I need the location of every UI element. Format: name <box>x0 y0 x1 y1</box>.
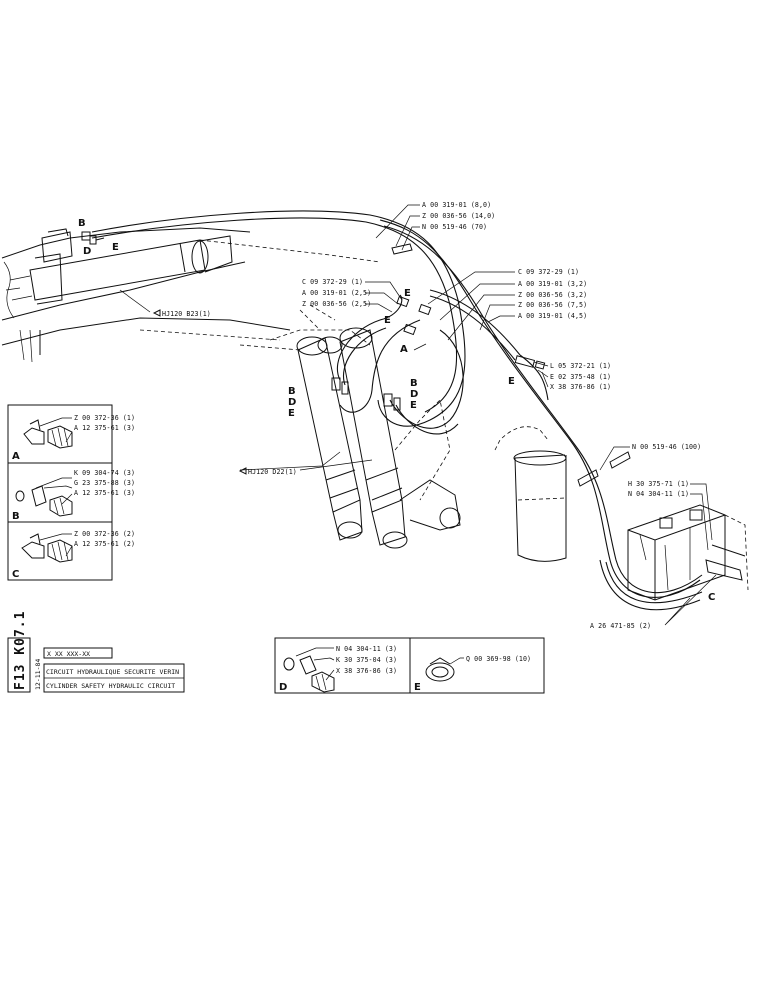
detail-e-letter: E <box>414 682 421 693</box>
detail-box-d: N 04 304-11 (3) K 30 375-04 (3) X 38 376… <box>274 637 411 694</box>
detail-d-line3: X 38 376-86 (3) <box>336 667 397 675</box>
detail-b-line3: A 12 375-61 (3) <box>74 489 135 497</box>
callout-clip-right: N 00 519-46 (100) <box>632 443 701 451</box>
detail-box-c: Z 00 372-36 (2) A 12 375-61 (2) C <box>7 521 135 581</box>
drawing-part-number: X XX XXX-XX <box>47 650 90 658</box>
detail-box-b: K 09 304-74 (3) G 23 375-88 (3) A 12 375… <box>7 462 135 523</box>
callout-fit-right-3: X 38 376-86 (1) <box>550 383 611 391</box>
letter-a: A <box>400 344 408 355</box>
callout-hose-top-2: Z 00 036-56 (14,0) <box>422 212 495 220</box>
letter-e: E <box>404 288 411 299</box>
detail-e-line1: Q 00 369-98 (10) <box>466 655 531 663</box>
callout-cyl-top: HJ120 B23(1) <box>162 310 211 318</box>
title-english: CYLINDER SAFETY HYDRAULIC CIRCUIT <box>46 682 175 690</box>
callout-fit-right-2: E 02 375-48 (1) <box>550 373 611 381</box>
letter-e: E <box>384 315 391 326</box>
callout-cyl-bottom: HJ120 D22(1) <box>248 468 297 476</box>
detail-c-line2: A 12 375-61 (2) <box>74 540 135 548</box>
letter-c: C <box>708 592 715 603</box>
detail-d-letter: D <box>279 682 287 693</box>
letter-b: B <box>78 218 86 229</box>
detail-c-letter: C <box>12 569 19 580</box>
detail-b-line1: K 09 304-74 (3) <box>74 469 135 477</box>
detail-box-e: Q 00 369-98 (10) E <box>409 637 545 694</box>
callout-mid-left-1: C 09 372-29 (1) <box>302 278 363 286</box>
callout-bottom-right: A 26 471-85 (2) <box>590 622 651 630</box>
letter-e: E <box>508 376 515 387</box>
boom-arm-drawing <box>1 227 381 363</box>
letter-e: E <box>410 400 417 411</box>
title-french: CIRCUIT HYDRAULIQUE SECURITE VERIN <box>46 668 179 676</box>
detail-b-letter: B <box>12 511 20 522</box>
letter-d: D <box>83 246 91 257</box>
upper-hoses <box>91 210 703 598</box>
callout-mid-right-2: A 00 319-01 (3,2) <box>518 280 587 288</box>
letter-e: E <box>112 242 119 253</box>
detail-box-a: Z 00 372-36 (1) A 12 375-61 (3) A <box>7 404 135 464</box>
detail-a-letter: A <box>12 451 20 462</box>
arrow-icon <box>238 467 247 475</box>
callout-valve-2: N 04 304-11 (1) <box>628 490 689 498</box>
callout-mid-left-3: Z 00 036-56 (2,5) <box>302 300 371 308</box>
detail-letters: B D E E E A B D E B D E E C <box>78 218 715 603</box>
title-block: F13 K07.1 12-11-84 X XX XXX-XX CIRCUIT H… <box>7 611 185 693</box>
callout-hose-top-3: N 00 519-46 (70) <box>422 223 487 231</box>
letter-e: E <box>288 408 295 419</box>
leader-lines <box>119 204 717 626</box>
letter-d: D <box>410 389 418 400</box>
detail-d-line1: N 04 304-11 (3) <box>336 645 397 653</box>
detail-d-line2: K 30 375-04 (3) <box>336 656 397 664</box>
callout-labels: A 00 319-01 (8,0) Z 00 036-56 (14,0) N 0… <box>152 201 701 630</box>
callout-mid-right-5: A 00 319-01 (4,5) <box>518 312 587 320</box>
drawing-date: 12-11-84 <box>34 659 42 690</box>
arrow-icon <box>152 309 161 317</box>
callout-mid-right-1: C 09 372-29 (1) <box>518 268 579 276</box>
detail-b-line2: G 23 375-88 (3) <box>74 479 135 487</box>
callout-mid-left-2: A 00 319-01 (2,5) <box>302 289 371 297</box>
tank-valve-drawing <box>494 426 749 611</box>
letter-b: B <box>410 378 418 389</box>
detail-c-line1: Z 00 372-36 (2) <box>74 530 135 538</box>
detail-a-line1: Z 00 372-36 (1) <box>74 414 135 422</box>
detail-a-line2: A 12 375-61 (3) <box>74 424 135 432</box>
letter-d: D <box>288 397 296 408</box>
drawing-code: F13 K07.1 <box>13 611 28 690</box>
callout-valve-1: H 30 375-71 (1) <box>628 480 689 488</box>
callout-fit-right-1: L 05 372-21 (1) <box>550 362 611 370</box>
callout-mid-right-3: Z 00 036-56 (3,2) <box>518 291 587 299</box>
lower-cylinders-drawing <box>239 294 464 549</box>
callout-hose-top-1: A 00 319-01 (8,0) <box>422 201 491 209</box>
callout-mid-right-4: Z 00 036-56 (7,5) <box>518 301 587 309</box>
letter-b: B <box>288 386 296 397</box>
